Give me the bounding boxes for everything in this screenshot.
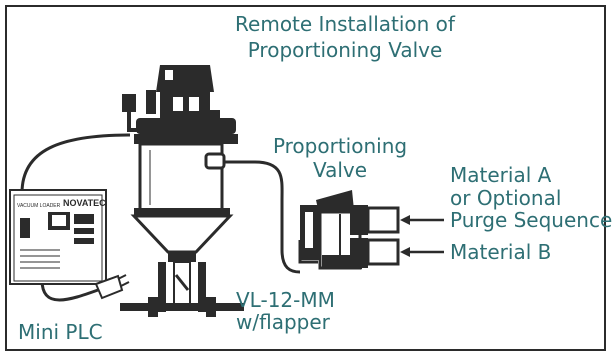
power-plug	[94, 274, 130, 300]
label-material-a-line2: or Optional	[450, 186, 562, 210]
diagram-title-line1: Remote Installation of	[235, 12, 455, 36]
label-valve-line2: Valve	[312, 158, 368, 182]
label-material-b: Material B	[450, 240, 552, 264]
label-material-a-line3: Purge Sequence	[450, 208, 613, 232]
plc-power-cord	[40, 279, 99, 302]
plc-to-loader-hose	[20, 133, 131, 194]
arrow-material-a	[400, 215, 444, 225]
label-material-a-line1: Material A	[450, 163, 552, 187]
vacuum-loader	[120, 65, 244, 317]
plc-brand-text: NOVATEC	[63, 198, 106, 208]
arrow-material-b	[400, 247, 444, 257]
diagram-border	[5, 5, 606, 351]
label-valve-line1: Proportioning	[272, 134, 408, 158]
label-loader-line1: VL-12-MM	[236, 288, 335, 312]
loader-to-valve-hose	[222, 160, 301, 274]
diagram-title-line2: Proportioning Valve	[247, 38, 443, 62]
proportioning-valve	[298, 190, 400, 270]
label-mini-plc: Mini PLC	[18, 320, 103, 344]
plc-heading-text: VACUUM LOADER	[17, 203, 61, 209]
mini-plc-panel	[9, 189, 107, 285]
label-loader-line2: w/flapper	[236, 310, 330, 334]
